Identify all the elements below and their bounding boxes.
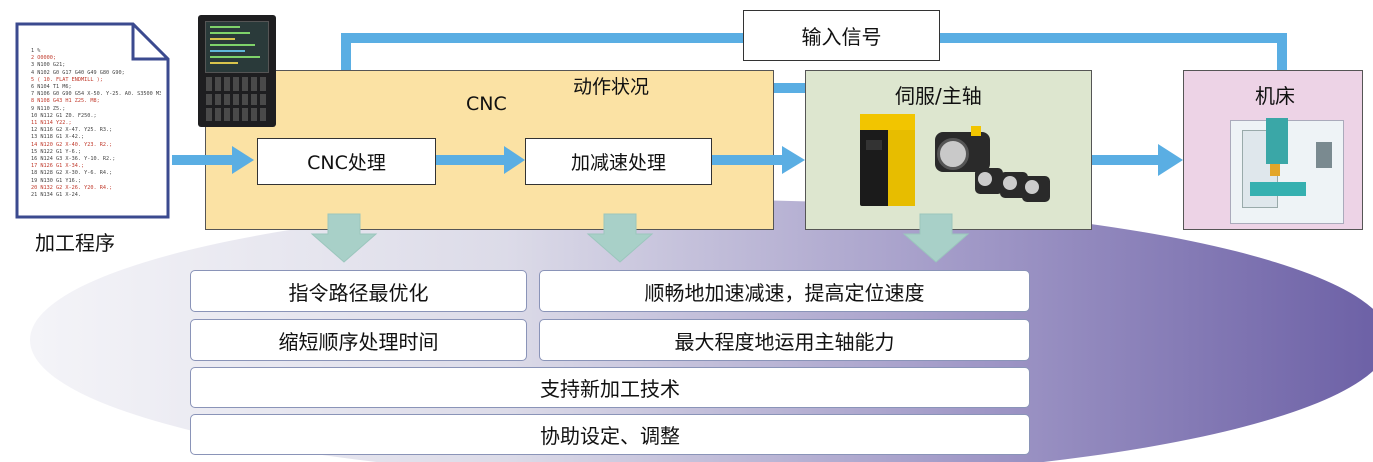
program-code-line: 2 O0000; (31, 55, 56, 62)
status-label: 动作状况 (573, 76, 650, 98)
program-code-line: 20 N132 G2 X-26. Y20. R4.; (31, 184, 113, 191)
feature-assist-setup: 协助设定、调整 (190, 414, 1030, 455)
program-code-line: 1 % (31, 48, 41, 54)
servo-amplifier-image (860, 114, 915, 206)
program-code-line: 10 N112 G1 Z0. F250.; (31, 112, 97, 119)
program-code-line: 3 N100 G21; (31, 62, 66, 69)
feature-smooth-accel-label: 顺畅地加速减速，提高定位速度 (644, 280, 925, 305)
program-code-line: 12 N116 G2 X-47. Y25. R3.; (31, 127, 113, 134)
feature-path-optimize-label: 指令路径最优化 (288, 280, 429, 305)
feature-assist-setup-label: 协助设定、调整 (540, 424, 680, 448)
program-code-line: 9 N110 Z5.; (31, 105, 66, 112)
program-code: 1 %2 O0000;3 N100 G21;4 N102 G0 G17 G40 … (31, 48, 161, 216)
servo-label: 伺服/主轴 (895, 84, 982, 108)
accel-processing-label: 加减速处理 (570, 152, 666, 174)
program-caption: 加工程序 (35, 231, 115, 255)
input-signal-label: 输入信号 (801, 25, 882, 49)
cnc-controller-image (198, 15, 276, 127)
feature-smooth-accel: 顺畅地加速减速，提高定位速度 (539, 270, 1030, 312)
input-signal-box: 输入信号 (743, 10, 940, 61)
machine-label: 机床 (1255, 84, 1295, 108)
feature-new-tech: 支持新加工技术 (190, 367, 1030, 408)
document-shape (15, 22, 170, 219)
accel-processing-box: 加减速处理 (525, 138, 712, 185)
program-code-line: 21 N134 G1 X-24. (31, 192, 81, 199)
program-code-line: 11 N114 Y22.; (31, 120, 72, 127)
program-code-line: 18 N128 G2 X-30. Y-6. R4.; (31, 170, 113, 177)
program-code-line: 16 N124 G3 X-36. Y-10. R2.; (31, 156, 116, 163)
program-code-line: 8 N108 G43 H1 Z25. M8; (31, 98, 100, 105)
program-code-line: 14 N120 G2 X-40. Y23. R2.; (31, 141, 113, 148)
feature-path-optimize: 指令路径最优化 (190, 270, 527, 312)
program-code-line: 19 N130 G1 Y16.; (31, 177, 81, 184)
machine-tool-image (1212, 112, 1344, 224)
servo-motor-image-1 (975, 168, 1003, 194)
cnc-label: CNC (466, 93, 507, 115)
feature-shorten-time-label: 缩短顺序处理时间 (278, 329, 439, 354)
cnc-processing-box: CNC处理 (257, 138, 436, 185)
servo-motor-image-3 (1022, 176, 1050, 202)
program-code-line: 13 N118 G1 X-42.; (31, 134, 85, 141)
program-code-line: 7 N106 G0 G90 G54 X-50. Y-25. A0. S3500 … (31, 91, 161, 98)
program-code-line: 6 N104 T1 M6; (31, 84, 72, 91)
feature-spindle-use: 最大程度地运用主轴能力 (539, 319, 1030, 361)
cnc-processing-label: CNC处理 (307, 152, 386, 174)
program-code-line: 4 N102 G0 G17 G40 G49 G80 G90; (31, 69, 125, 76)
program-code-line: 15 N122 G1 Y-6.; (31, 148, 81, 155)
feature-shorten-time: 缩短顺序处理时间 (190, 319, 527, 361)
program-code-line: 17 N126 G1 X-34.; (31, 163, 85, 170)
program-document: 1 %2 O0000;3 N100 G21;4 N102 G0 G17 G40 … (15, 22, 170, 219)
feature-new-tech-label: 支持新加工技术 (540, 377, 680, 401)
controller-screen (205, 21, 269, 73)
feature-spindle-use-label: 最大程度地运用主轴能力 (674, 329, 895, 354)
spindle-motor-image (935, 126, 990, 172)
program-code-line: 5 ( 10. FLAT ENDMILL ); (31, 76, 103, 83)
